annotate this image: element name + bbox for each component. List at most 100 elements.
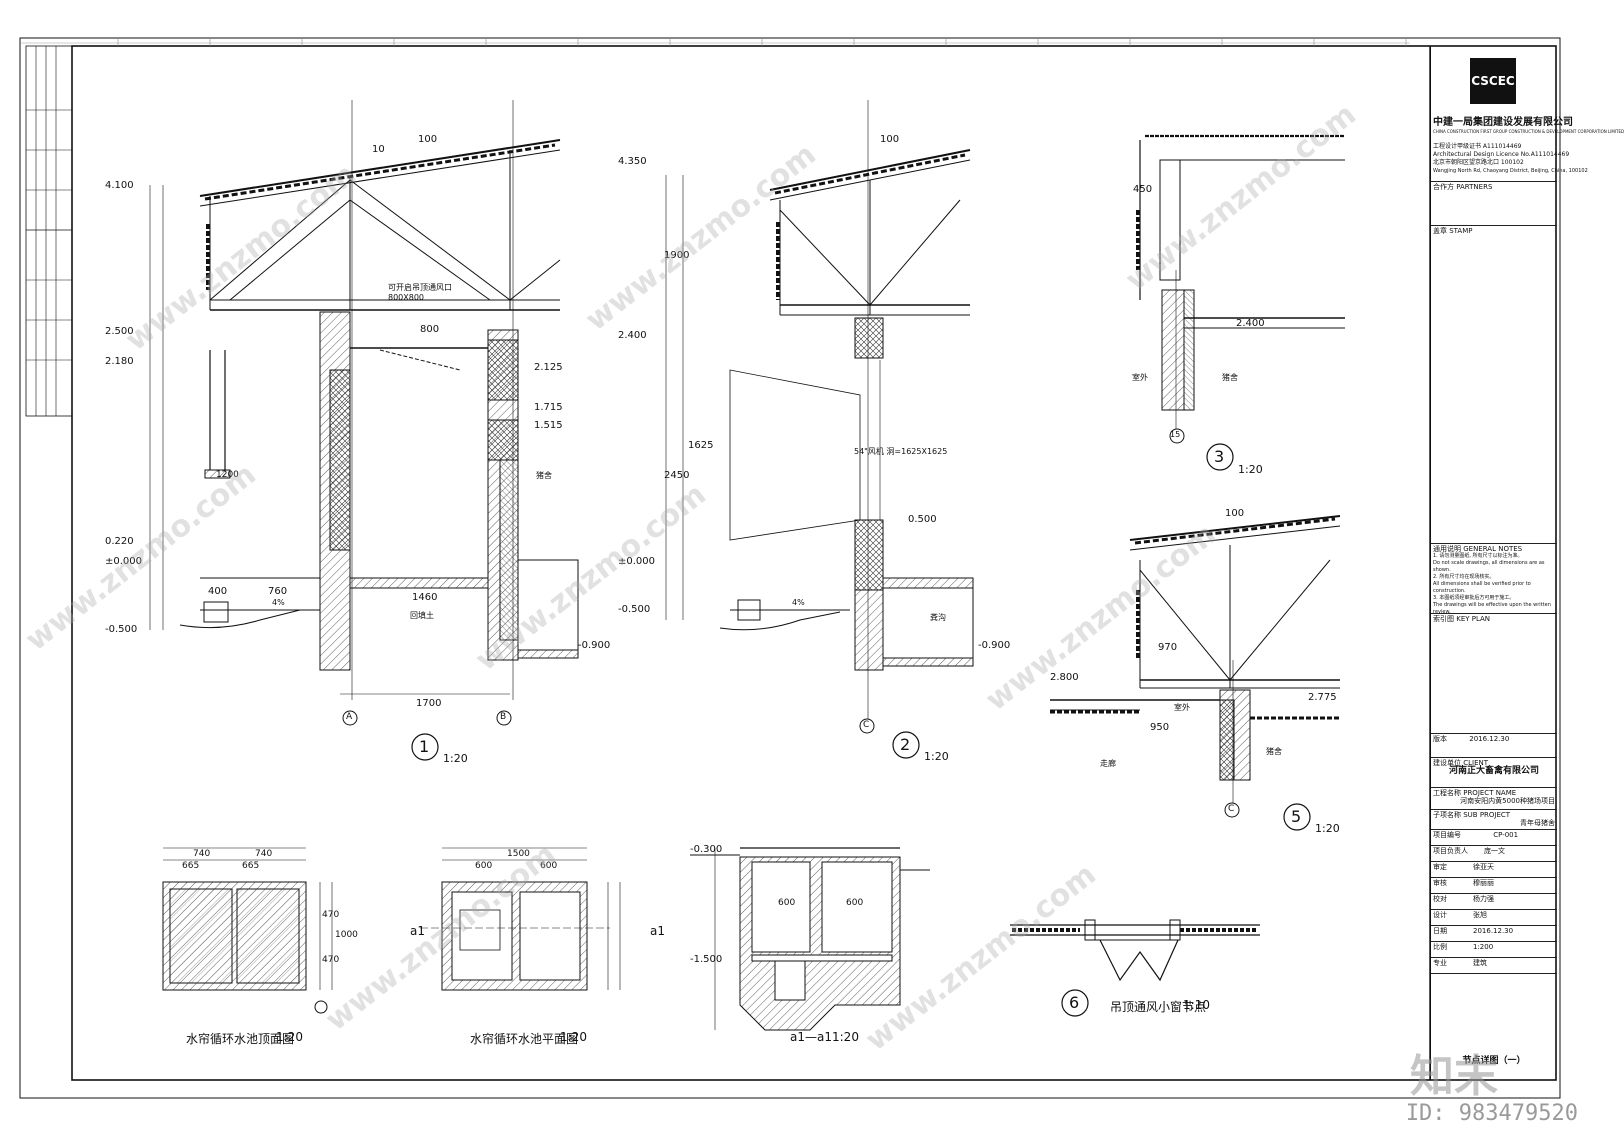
detail-2-drawing <box>665 100 974 720</box>
note-1: 1. 请勿测量图纸, 所有尺寸以标注为准。 <box>1433 553 1523 559</box>
detail-scale-2: 1:20 <box>924 750 949 763</box>
elev-m0300: -0.300 <box>690 844 723 855</box>
elev-2125: 2.125 <box>534 362 563 373</box>
section-scale: 1:20 <box>832 1030 859 1044</box>
license-cn: 工程设计甲级证书 A111014469 <box>1433 143 1522 150</box>
corridor-label: 走廊 <box>1100 759 1116 768</box>
outdoor-label-5: 室外 <box>1174 703 1190 712</box>
discipline-label: 专业 <box>1433 959 1447 967</box>
person-1: 庞一文 <box>1484 847 1505 855</box>
elev-4100: 4.100 <box>105 180 134 191</box>
pool-plan-scale: 1:20 <box>560 1030 587 1044</box>
fan-label: 54"风机 洞=1625X1625 <box>854 447 948 456</box>
dim-400: 400 <box>208 586 228 597</box>
dim-1000: 1000 <box>335 930 358 940</box>
elev-2775: 2.775 <box>1308 692 1337 703</box>
slope-label-2: 4% <box>792 598 805 607</box>
dim-100-2: 100 <box>880 134 900 145</box>
axis-label-a: A <box>346 712 353 722</box>
elev-4350: 4.350 <box>618 156 647 167</box>
dim-10: 10 <box>372 144 385 155</box>
detail-number-2: 2 <box>900 735 911 754</box>
project-no-label: 项目编号 <box>1433 831 1461 839</box>
project-no: CP-001 <box>1493 831 1519 839</box>
detail-number-3: 3 <box>1214 447 1225 466</box>
sheet-outer-border <box>19 37 1561 1099</box>
dim-1700: 1700 <box>416 698 442 709</box>
scale-value: 1:200 <box>1473 943 1494 951</box>
pool-top-title: 水帘循环水池顶面图 <box>186 1032 295 1046</box>
dim-740: 740 <box>193 849 211 859</box>
subproject-name: 青年母猪舍 <box>1520 819 1555 827</box>
elev-2400-3: 2.400 <box>1236 318 1265 329</box>
dim-100: 100 <box>418 134 438 145</box>
project-name: 河南安阳内黄5000种猪场项目 <box>1460 797 1555 805</box>
address-en: Wangjing North Rd, Chaoyang District, Be… <box>1433 168 1588 174</box>
room-label-1: 猪舍 <box>536 471 552 480</box>
person-2: 徐亚天 <box>1473 863 1494 871</box>
detail-scale-3: 1:20 <box>1238 463 1263 476</box>
elev-000: ±0.000 <box>105 556 143 567</box>
role-4: 校对 <box>1433 895 1447 903</box>
note-3: 2. 所有尺寸均在现场核实。 <box>1433 574 1495 580</box>
client-label: 建设单位 CLIENT <box>1433 759 1489 767</box>
detail-6-drawing <box>1010 919 1260 982</box>
detail-bubbles <box>411 443 1311 1017</box>
slope-label-1: 4% <box>272 598 285 607</box>
axis-label-15: 15 <box>1170 430 1181 439</box>
dim-665: 665 <box>182 861 200 871</box>
axis-label-c2: C <box>1228 804 1235 814</box>
room-label-3: 猪舍 <box>1222 373 1238 382</box>
dim-600-2: 600 <box>540 861 558 871</box>
detail-number-5: 5 <box>1291 807 1302 826</box>
pool-top-scale: 1:20 <box>276 1030 303 1044</box>
notes-label: 通用说明 GENERAL NOTES <box>1433 545 1523 553</box>
stamp-label: 盖章 STAMP <box>1431 226 1557 544</box>
project-label: 工程名称 PROJECT NAME <box>1433 789 1517 797</box>
date-value: 2016.12.30 <box>1473 927 1514 935</box>
dim-1200: 1200 <box>216 470 239 480</box>
detail-scale-6: 1:10 <box>1183 998 1210 1012</box>
room-label-5: 猪舍 <box>1266 747 1282 756</box>
client-name: 河南正大畜禽有限公司 <box>1448 766 1539 776</box>
elev-1515: 1.515 <box>534 420 563 431</box>
role-1: 项目负责人 <box>1433 847 1468 855</box>
opening-label: 可开启吊顶通风口 800X800 <box>388 283 452 302</box>
sheet-title: 节点详图（一） <box>1462 1056 1526 1066</box>
elev-m0500-2: -0.500 <box>618 604 651 615</box>
version-date: 2016.12.30 <box>1469 735 1510 743</box>
pool-top-plan <box>162 847 333 991</box>
dim-450: 450 <box>1133 184 1153 195</box>
dim-1900: 1900 <box>664 250 690 261</box>
axis-label-b: B <box>500 712 507 722</box>
dim-970: 970 <box>1158 642 1178 653</box>
fill-label: 回填土 <box>410 611 434 620</box>
title-block: 中建一局集团建设发展有限公司 CHINA CONSTRUCTION FIRST … <box>1430 46 1624 1080</box>
dim-100-5: 100 <box>1225 508 1245 519</box>
person-4: 杨力强 <box>1473 895 1494 903</box>
dim-470-2: 470 <box>322 955 340 965</box>
pool-section-a1 <box>690 847 930 1031</box>
partners-label: 合作方 PARTNERS <box>1431 182 1557 226</box>
section-title: a1—a1 <box>790 1030 832 1044</box>
detail-title-6: 吊顶通风小窗节点 <box>1110 1000 1207 1014</box>
outdoor-label-3: 室外 <box>1132 373 1148 382</box>
pool-floor-plan <box>420 847 621 991</box>
discipline-value: 建筑 <box>1473 959 1487 967</box>
elev-000-2: ±0.000 <box>618 556 656 567</box>
person-5: 张旭 <box>1473 911 1487 919</box>
detail-3-drawing <box>1136 134 1345 430</box>
company-name: 中建一局集团建设发展有限公司 <box>1433 117 1573 128</box>
detail-number-1: 1 <box>419 737 430 756</box>
sheet-inner-border <box>71 45 1557 1081</box>
pool-plan-title: 水帘循环水池平面图 <box>470 1032 579 1046</box>
note-2: Do not scale drawings, all dimensions ar… <box>1433 560 1545 573</box>
role-5: 设计 <box>1433 911 1447 919</box>
dim-1500: 1500 <box>507 849 530 859</box>
elev-2180: 2.180 <box>105 356 134 367</box>
subproject-label: 子项名称 SUB PROJECT <box>1433 811 1511 819</box>
company-name-en: CHINA CONSTRUCTION FIRST GROUP CONSTRUCT… <box>1433 129 1624 134</box>
detail-1-drawing <box>149 100 579 700</box>
detail-5-drawing <box>1050 515 1341 805</box>
